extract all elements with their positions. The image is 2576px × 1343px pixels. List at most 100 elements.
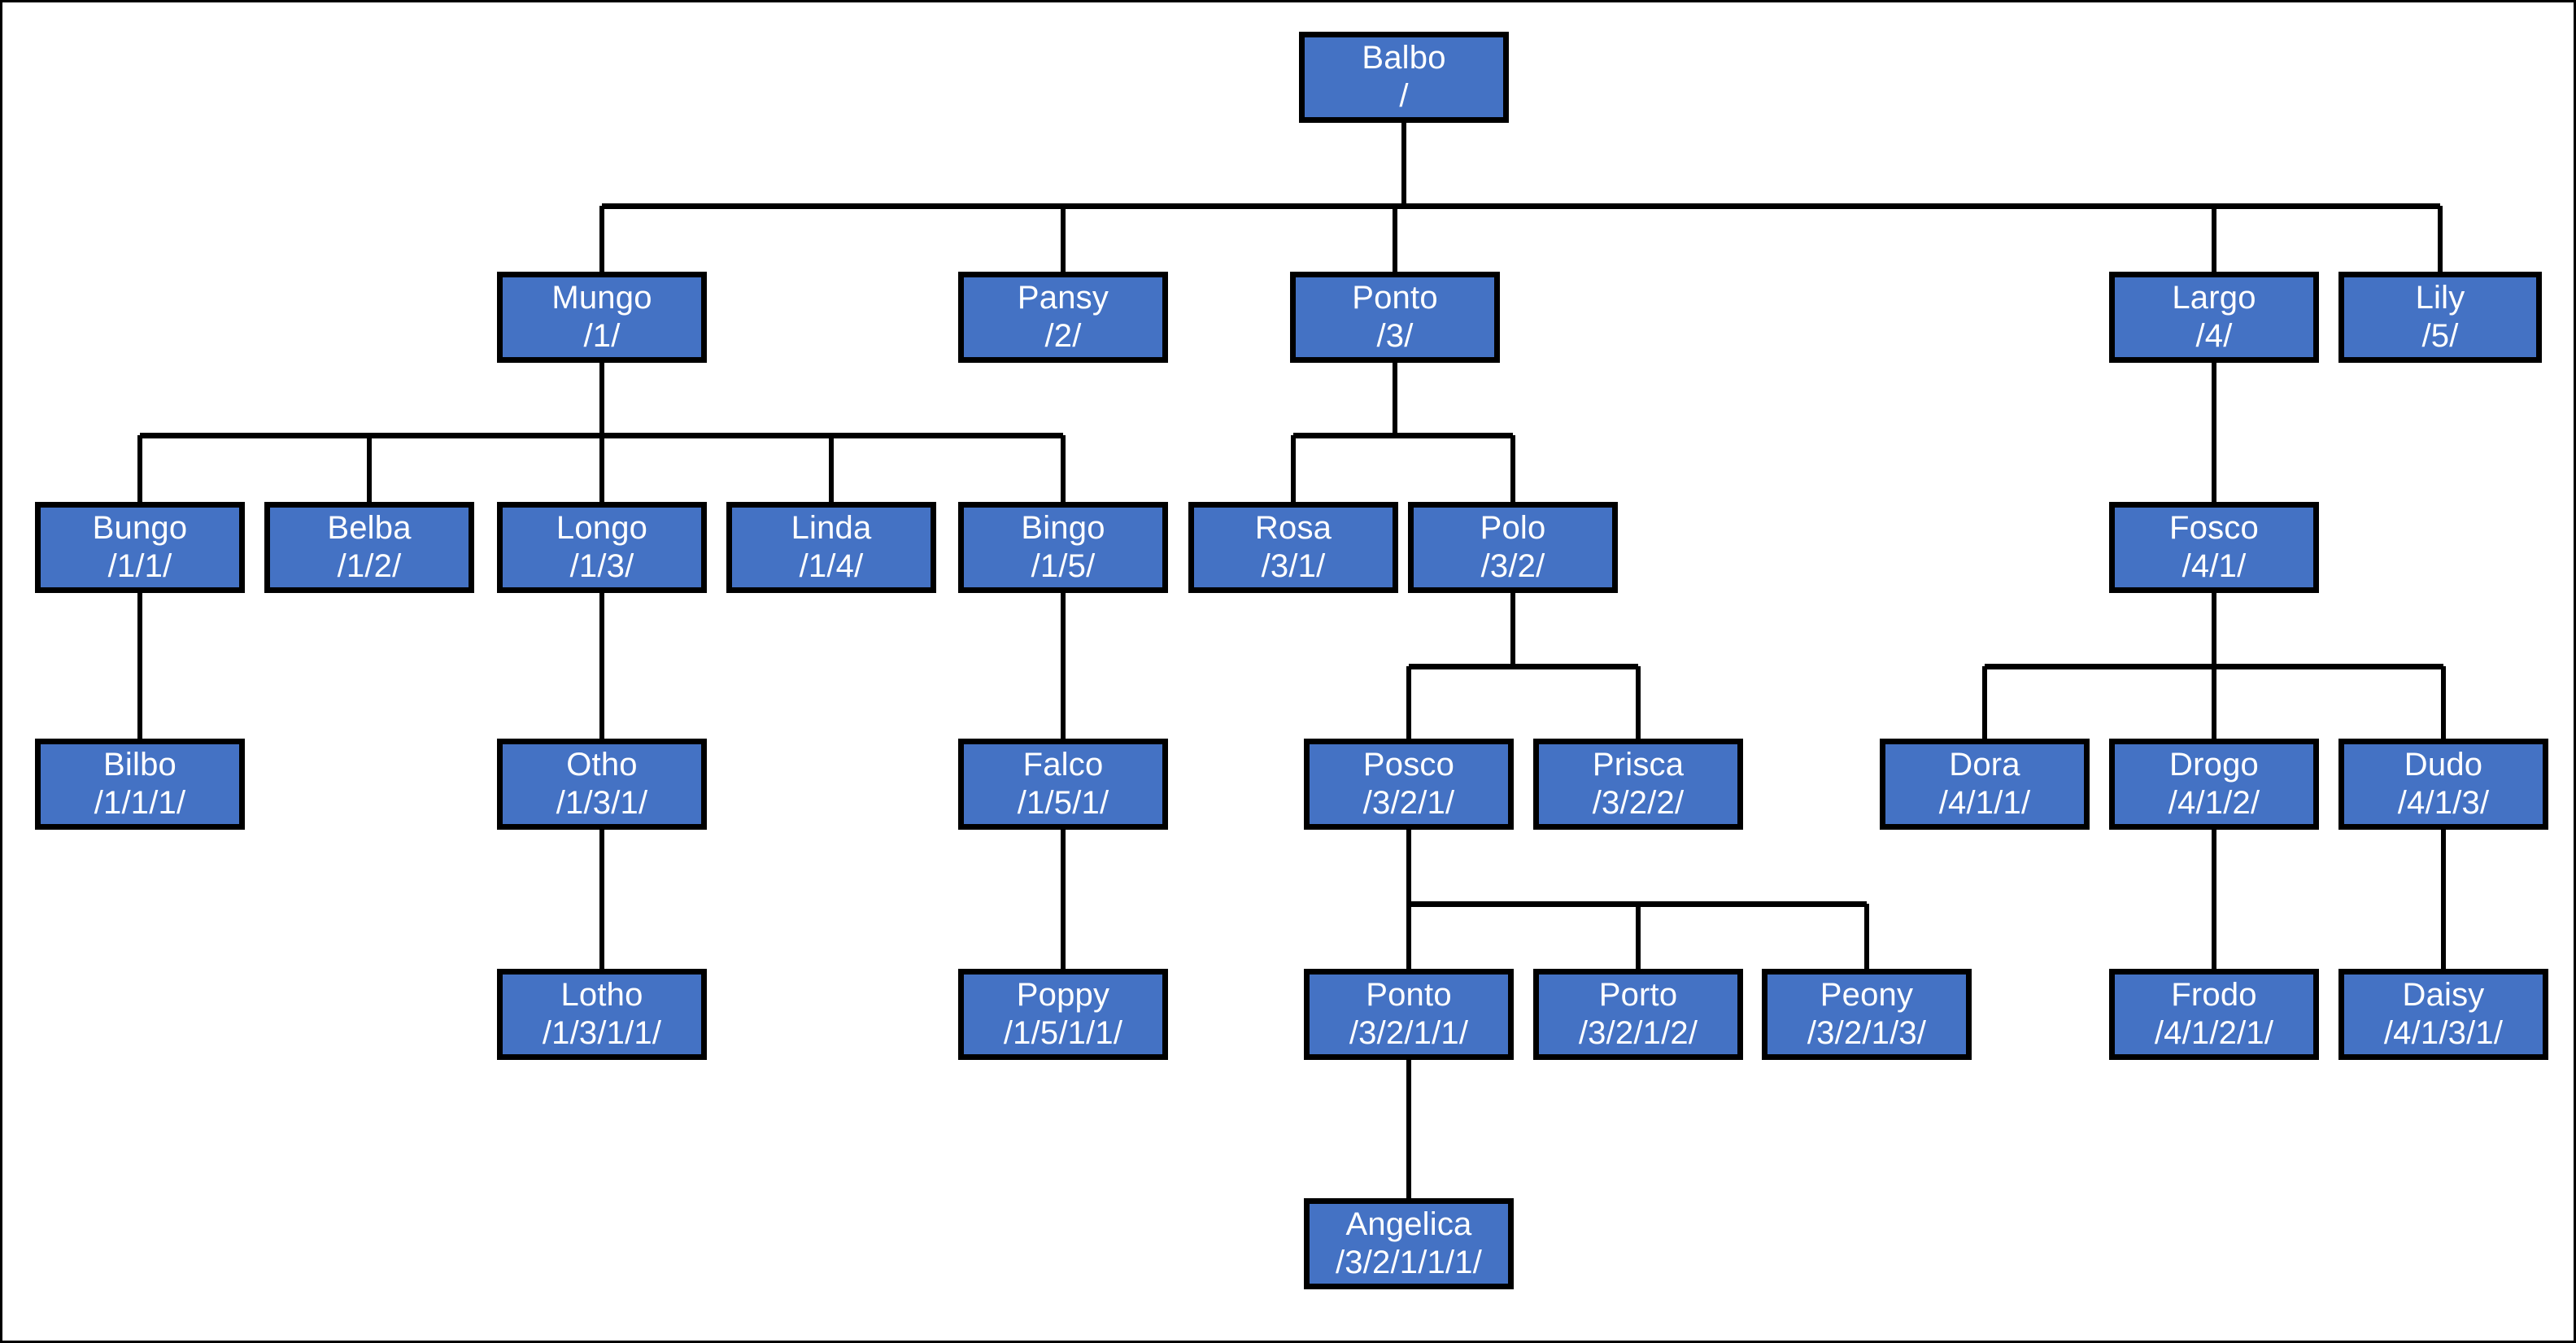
tree-node-dora[interactable]: Dora/4/1/1/: [1880, 739, 2090, 830]
connector-drop-bingo: [1061, 435, 1066, 502]
node-name: Poppy: [1016, 976, 1110, 1013]
tree-node-drogo[interactable]: Drogo/4/1/2/: [2109, 739, 2319, 830]
connector-stem-ponto: [1393, 363, 1397, 435]
tree-node-longo[interactable]: Longo/1/3/: [497, 502, 707, 593]
node-name: Longo: [556, 509, 648, 546]
tree-node-bingo[interactable]: Bingo/1/5/: [958, 502, 1168, 593]
node-path: /4/1/2/1/: [2154, 1015, 2274, 1051]
connector-drop-daisy: [2441, 904, 2446, 969]
connector-drop-fosco: [2212, 435, 2216, 502]
node-name: Peony: [1820, 976, 1914, 1013]
node-path: /1/5/: [1031, 548, 1096, 584]
node-path: /1/3/: [569, 548, 634, 584]
connector-stem-mungo: [599, 363, 604, 435]
node-name: Ponto: [1366, 976, 1452, 1013]
connector-drop-rosa: [1291, 435, 1296, 502]
tree-node-otho[interactable]: Otho/1/3/1/: [497, 739, 707, 830]
tree-node-polo[interactable]: Polo/3/2/: [1408, 502, 1618, 593]
tree-node-dudo[interactable]: Dudo/4/1/3/: [2338, 739, 2548, 830]
tree-node-prisca[interactable]: Prisca/3/2/2/: [1533, 739, 1743, 830]
node-name: Linda: [791, 509, 872, 546]
connector-drop-polo: [1510, 435, 1515, 502]
tree-node-lily[interactable]: Lily/5/: [2338, 272, 2542, 363]
node-path: /4/1/1/: [1938, 785, 2031, 821]
connector-stem-fosco: [2212, 593, 2216, 666]
connector-drop-largo: [2212, 206, 2216, 272]
node-path: /1/5/1/: [1017, 785, 1109, 821]
node-name: Bingo: [1021, 509, 1105, 546]
connector-bus-ponto: [1293, 433, 1513, 438]
connector-drop-linda: [829, 435, 834, 502]
connector-drop-posco: [1406, 666, 1411, 739]
node-path: /4/1/3/: [2397, 785, 2490, 821]
node-path: /1/1/1/: [94, 785, 186, 821]
connector-drop-lily: [2438, 206, 2443, 272]
tree-node-daisy[interactable]: Daisy/4/1/3/1/: [2338, 969, 2548, 1060]
node-path: /4/1/3/1/: [2383, 1015, 2504, 1051]
connector-stem-bungo: [137, 593, 142, 666]
node-name: Fosco: [2169, 509, 2259, 546]
node-name: Dudo: [2404, 746, 2483, 783]
connector-stem-ponto2: [1406, 1060, 1411, 1133]
node-path: /3/2/: [1480, 548, 1545, 584]
node-name: Frodo: [2171, 976, 2257, 1013]
node-path: /3/2/1/1/1/: [1335, 1245, 1483, 1280]
node-name: Rosa: [1254, 509, 1332, 546]
tree-node-bilbo[interactable]: Bilbo/1/1/1/: [35, 739, 245, 830]
node-path: /1/3/1/: [556, 785, 648, 821]
node-name: Dora: [1949, 746, 2020, 783]
tree-node-porto[interactable]: Porto/3/2/1/2/: [1533, 969, 1743, 1060]
connector-drop-frodo: [2212, 904, 2216, 969]
connector-drop-porto: [1636, 904, 1641, 969]
node-path: /4/: [2195, 318, 2233, 354]
tree-node-belba[interactable]: Belba/1/2/: [264, 502, 474, 593]
connector-stem-dudo: [2441, 830, 2446, 904]
connector-drop-drogo: [2212, 666, 2216, 739]
tree-node-poppy[interactable]: Poppy/1/5/1/1/: [958, 969, 1168, 1060]
tree-node-linda[interactable]: Linda/1/4/: [726, 502, 936, 593]
node-name: Prisca: [1592, 746, 1685, 783]
connector-bus-balbo: [602, 203, 2440, 209]
node-name: Porto: [1598, 976, 1678, 1013]
connector-drop-prisca: [1636, 666, 1641, 739]
tree-node-ponto2[interactable]: Ponto/3/2/1/1/: [1304, 969, 1514, 1060]
connector-stem-drogo: [2212, 830, 2216, 904]
tree-node-lotho[interactable]: Lotho/1/3/1/1/: [497, 969, 707, 1060]
connector-drop-ponto: [1393, 206, 1397, 272]
connector-bus-polo: [1409, 664, 1638, 669]
node-name: Falco: [1022, 746, 1104, 783]
tree-node-pansy[interactable]: Pansy/2/: [958, 272, 1168, 363]
tree-node-frodo[interactable]: Frodo/4/1/2/1/: [2109, 969, 2319, 1060]
connector-drop-dora: [1982, 666, 1987, 739]
node-path: /3/: [1376, 318, 1414, 354]
tree-node-falco[interactable]: Falco/1/5/1/: [958, 739, 1168, 830]
tree-node-posco[interactable]: Posco/3/2/1/: [1304, 739, 1514, 830]
node-name: Balbo: [1362, 39, 1446, 76]
node-path: /3/2/2/: [1592, 785, 1685, 821]
connector-stem-largo: [2212, 363, 2216, 435]
tree-node-bungo[interactable]: Bungo/1/1/: [35, 502, 245, 593]
connector-drop-longo: [599, 435, 604, 502]
tree-node-largo[interactable]: Largo/4/: [2109, 272, 2319, 363]
connector-stem-polo: [1510, 593, 1515, 666]
connector-drop-ponto2: [1406, 904, 1411, 969]
tree-node-balbo[interactable]: Balbo/: [1299, 32, 1509, 123]
connector-stem-posco: [1406, 830, 1411, 904]
node-path: /: [1399, 78, 1409, 114]
node-name: Largo: [2172, 279, 2256, 316]
connector-drop-peony: [1864, 904, 1869, 969]
node-name: Pansy: [1017, 279, 1109, 316]
tree-node-mungo[interactable]: Mungo/1/: [497, 272, 707, 363]
tree-node-ponto[interactable]: Ponto/3/: [1290, 272, 1500, 363]
tree-node-rosa[interactable]: Rosa/3/1/: [1188, 502, 1398, 593]
node-name: Bilbo: [103, 746, 177, 783]
node-path: /3/2/1/1/: [1349, 1015, 1469, 1051]
connector-drop-belba: [367, 435, 372, 502]
tree-node-fosco[interactable]: Fosco/4/1/: [2109, 502, 2319, 593]
connector-drop-bungo: [137, 435, 142, 502]
node-name: Polo: [1480, 509, 1546, 546]
node-path: /3/2/1/: [1362, 785, 1455, 821]
tree-node-angelica[interactable]: Angelica/3/2/1/1/1/: [1304, 1198, 1514, 1289]
tree-node-peony[interactable]: Peony/3/2/1/3/: [1762, 969, 1972, 1060]
